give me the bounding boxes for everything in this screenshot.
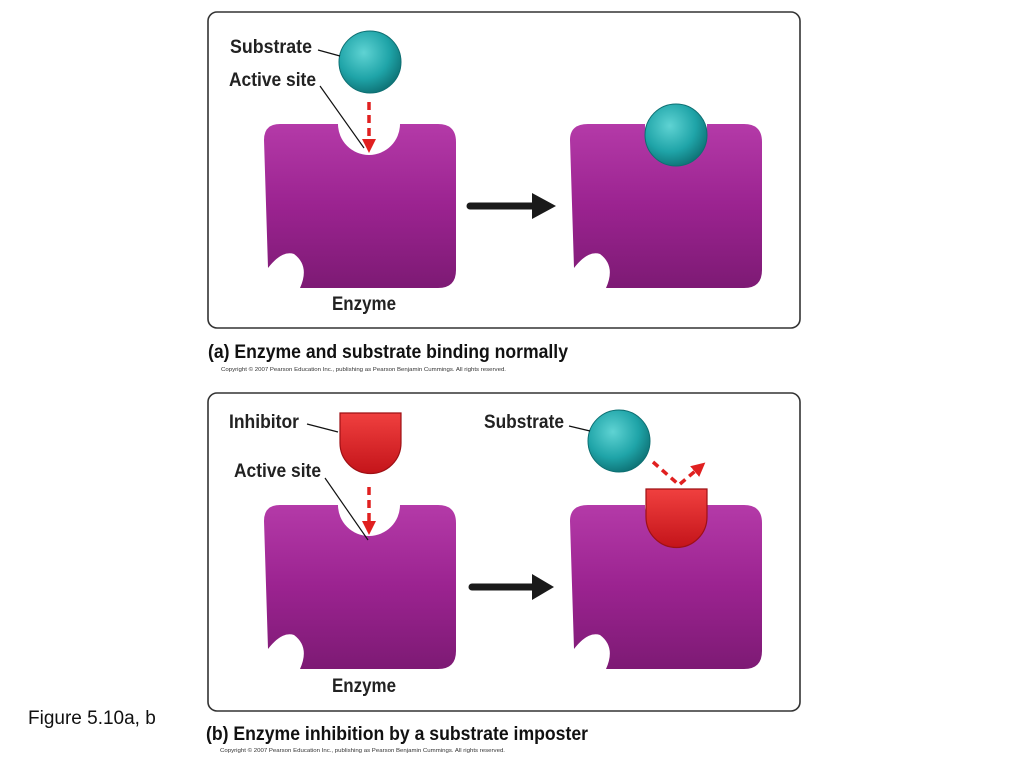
blocked-binding-arrow bbox=[651, 460, 706, 486]
panel-b-copyright: Copyright © 2007 Pearson Education Inc.,… bbox=[220, 747, 506, 754]
figure-label: Figure 5.10a, b bbox=[28, 708, 156, 729]
active-site-label: Active site bbox=[229, 70, 316, 91]
substrate-label: Substrate bbox=[230, 37, 312, 58]
reaction-arrow bbox=[468, 574, 554, 600]
enzyme-label: Enzyme bbox=[332, 676, 396, 697]
enzyme-shape bbox=[570, 124, 762, 288]
leader-line bbox=[568, 425, 591, 432]
leader-line bbox=[317, 49, 341, 57]
panel-b-caption: (b) Enzyme inhibition by a substrate imp… bbox=[206, 724, 589, 745]
enzyme-label: Enzyme bbox=[332, 294, 396, 315]
substrate-molecule bbox=[338, 30, 402, 94]
leader-line bbox=[306, 423, 339, 433]
reaction-arrow bbox=[466, 193, 556, 219]
inhibitor-molecule-bound bbox=[645, 488, 708, 549]
enzyme-shape bbox=[264, 505, 456, 669]
enzyme-shape bbox=[264, 124, 456, 288]
enzyme-shape bbox=[570, 505, 762, 669]
substrate-label: Substrate bbox=[484, 412, 564, 433]
active-site-label: Active site bbox=[234, 461, 321, 482]
leader-line bbox=[324, 477, 369, 541]
substrate-molecule-bound bbox=[644, 103, 708, 167]
inhibitor-molecule bbox=[339, 412, 402, 475]
leader-line bbox=[319, 85, 365, 149]
inhibitor-label: Inhibitor bbox=[229, 412, 300, 433]
panel-a-copyright: Copyright © 2007 Pearson Education Inc.,… bbox=[221, 366, 507, 373]
substrate-molecule bbox=[587, 409, 651, 473]
panel-a-caption: (a) Enzyme and substrate binding normall… bbox=[208, 342, 568, 363]
